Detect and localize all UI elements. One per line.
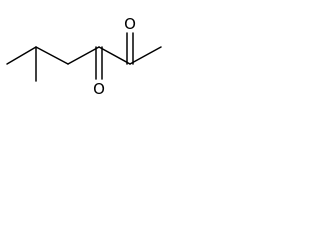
bond-co-co [98, 46, 131, 65]
bond-ch2-co [67, 46, 100, 65]
molecule-structure: O O [6, 15, 162, 98]
bond-ch-ch2 [35, 46, 69, 65]
bond-co-methyl [129, 46, 162, 65]
bond-methyl-branch [6, 46, 37, 65]
oxygen-label-middle: O [93, 80, 105, 98]
oxygen-label-top: O [124, 15, 136, 33]
